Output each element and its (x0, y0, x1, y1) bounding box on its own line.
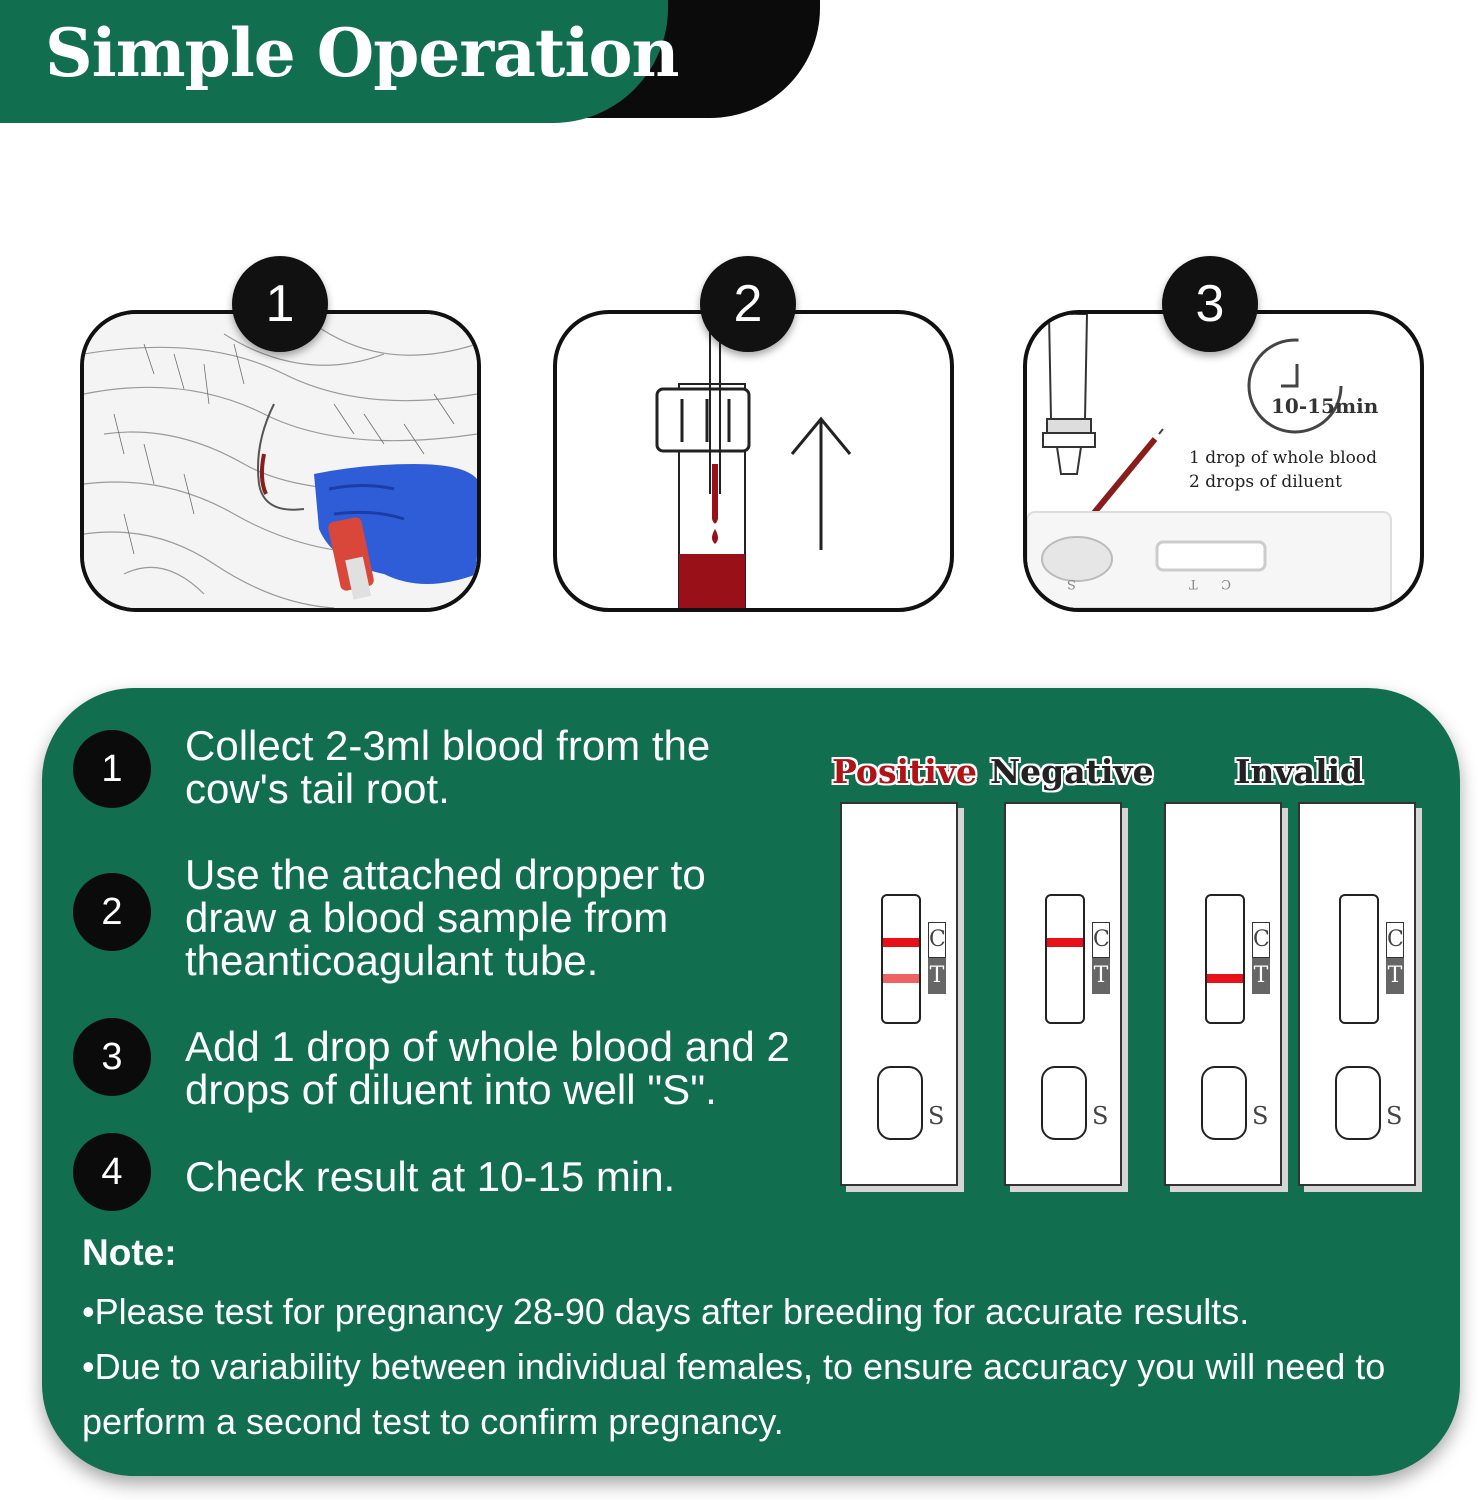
c-label: C (1221, 576, 1231, 591)
instruction-number-1: 1 (73, 730, 151, 808)
instruction-line-1: 1 drop of whole blood (1189, 448, 1377, 468)
control-line (883, 938, 919, 947)
c-marker: C (1092, 922, 1110, 958)
result-window (1205, 894, 1245, 1024)
sample-well (1335, 1066, 1381, 1140)
step-number-2: 2 (700, 256, 796, 352)
sample-well (1041, 1066, 1087, 1140)
step-1-illustration (80, 310, 481, 612)
page-title: Simple Operation (45, 14, 679, 92)
step-2-illustration (553, 310, 954, 612)
instruction-text-4: Check result at 10-15 min. (185, 1153, 676, 1200)
s-marker: S (928, 1102, 945, 1130)
instruction-number-3: 3 (73, 1018, 151, 1096)
control-line (1047, 938, 1083, 947)
negative-label: Negative (990, 752, 1154, 791)
s-marker: S (1252, 1102, 1269, 1130)
t-marker: T (1092, 958, 1110, 994)
note-line-2: •Due to variability between individual f… (82, 1346, 1386, 1442)
note-line-1: •Please test for pregnancy 28-90 days af… (82, 1291, 1250, 1332)
sample-well (877, 1066, 923, 1140)
positive-label: Positive (832, 752, 978, 791)
c-marker: C (1252, 922, 1270, 958)
instruction-text-3: Add 1 drop of whole blood and 2 drops of… (185, 1023, 790, 1113)
instruction-number-2: 2 (73, 873, 151, 951)
banner (0, 0, 668, 123)
result-window (881, 894, 921, 1024)
note-title: Note: (82, 1232, 177, 1273)
dropper-tube-image (655, 314, 852, 608)
step-3-illustration: 10-15min 1 drop of whole blood 2 drops o… (1023, 310, 1424, 612)
step-number-3: 3 (1162, 256, 1258, 352)
t-marker: T (928, 958, 946, 994)
c-marker: C (928, 922, 946, 958)
invalid-label: Invalid (1235, 752, 1364, 791)
add-sample-image (1027, 314, 1392, 608)
instruction-number-4: 4 (73, 1133, 151, 1211)
instruction-text-2: Use the attached dropper to draw a blood… (185, 851, 706, 984)
cow-tail-blood-draw-image (84, 314, 477, 608)
result-window (1045, 894, 1085, 1024)
timer-label: 10-15min (1271, 394, 1379, 418)
test-line (883, 974, 919, 983)
well-s-label: S (1067, 576, 1076, 591)
instruction-text-1: Collect 2-3ml blood from the cow's tail … (185, 722, 711, 812)
c-marker: C (1386, 922, 1404, 958)
step-number-1: 1 (232, 256, 328, 352)
s-marker: S (1386, 1102, 1403, 1130)
sample-well (1201, 1066, 1247, 1140)
test-line (1207, 974, 1243, 983)
result-window (1339, 894, 1379, 1024)
s-marker: S (1092, 1102, 1109, 1130)
t-label: T (1189, 576, 1198, 591)
t-marker: T (1252, 958, 1270, 994)
t-marker: T (1386, 958, 1404, 994)
instruction-line-2: 2 drops of diluent (1189, 472, 1342, 492)
